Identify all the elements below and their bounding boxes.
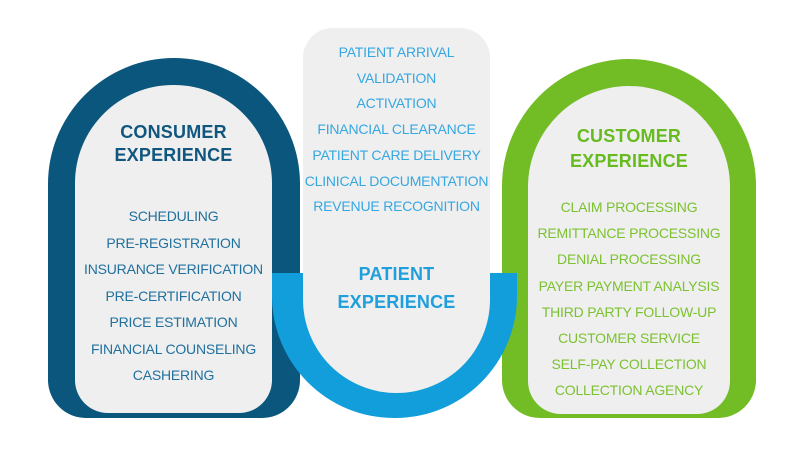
consumer-item: INSURANCE VERIFICATION bbox=[84, 261, 263, 277]
patient-item: REVENUE RECOGNITION bbox=[313, 198, 480, 215]
consumer-item-list: SCHEDULING PRE-REGISTRATION INSURANCE VE… bbox=[75, 203, 272, 389]
consumer-item: PRICE ESTIMATION bbox=[109, 314, 238, 330]
customer-item: COLLECTION AGENCY bbox=[554, 382, 704, 399]
patient-item: VALIDATION bbox=[356, 69, 437, 86]
customer-title-line-2: EXPERIENCE bbox=[569, 151, 689, 171]
patient-title-line-2: EXPERIENCE bbox=[337, 291, 456, 312]
customer-item: PAYER PAYMENT ANALYSIS bbox=[538, 277, 720, 294]
consumer-item: PRE-REGISTRATION bbox=[106, 234, 241, 251]
patient-item: PATIENT CARE DELIVERY bbox=[312, 146, 481, 163]
patient-panel: PATIENT ARRIVAL VALIDATION ACTIVATION FI… bbox=[303, 28, 490, 393]
customer-item: THIRD PARTY FOLLOW-UP bbox=[541, 303, 717, 320]
customer-item: REMITTANCE PROCESSING bbox=[537, 225, 721, 242]
patient-item: FINANCIAL CLEARANCE bbox=[317, 121, 476, 138]
customer-title-line-1: CUSTOMER bbox=[576, 126, 682, 146]
customer-panel: CUSTOMER EXPERIENCE CLAIM PROCESSING REM… bbox=[528, 86, 730, 414]
customer-item: CLAIM PROCESSING bbox=[560, 199, 698, 215]
patient-title-line-1: PATIENT bbox=[358, 263, 435, 284]
patient-item: CLINICAL DOCUMENTATION bbox=[304, 172, 489, 189]
customer-item: CUSTOMER SERVICE bbox=[558, 330, 700, 347]
patient-item: ACTIVATION bbox=[356, 95, 437, 112]
customer-item: SELF-PAY COLLECTION bbox=[551, 356, 707, 373]
consumer-title-line-2: EXPERIENCE bbox=[114, 145, 233, 165]
consumer-item: SCHEDULING bbox=[128, 208, 219, 224]
patient-item-list: PATIENT ARRIVAL VALIDATION ACTIVATION FI… bbox=[303, 40, 490, 220]
patient-item: PATIENT ARRIVAL bbox=[338, 44, 455, 60]
consumer-item: FINANCIAL COUNSELING bbox=[90, 340, 257, 357]
customer-item-list: CLAIM PROCESSING REMITTANCE PROCESSING D… bbox=[528, 194, 730, 404]
customer-title: CUSTOMER EXPERIENCE bbox=[528, 124, 730, 174]
customer-item: DENIAL PROCESSING bbox=[557, 251, 701, 268]
consumer-title-line-1: CONSUMER bbox=[120, 122, 227, 142]
consumer-item: PRE-CERTIFICATION bbox=[105, 287, 242, 304]
consumer-item: CASHERING bbox=[132, 367, 215, 383]
patient-title: PATIENT EXPERIENCE bbox=[303, 260, 490, 316]
consumer-title: CONSUMER EXPERIENCE bbox=[75, 121, 272, 167]
consumer-panel: CONSUMER EXPERIENCE SCHEDULING PRE-REGIS… bbox=[75, 85, 272, 413]
